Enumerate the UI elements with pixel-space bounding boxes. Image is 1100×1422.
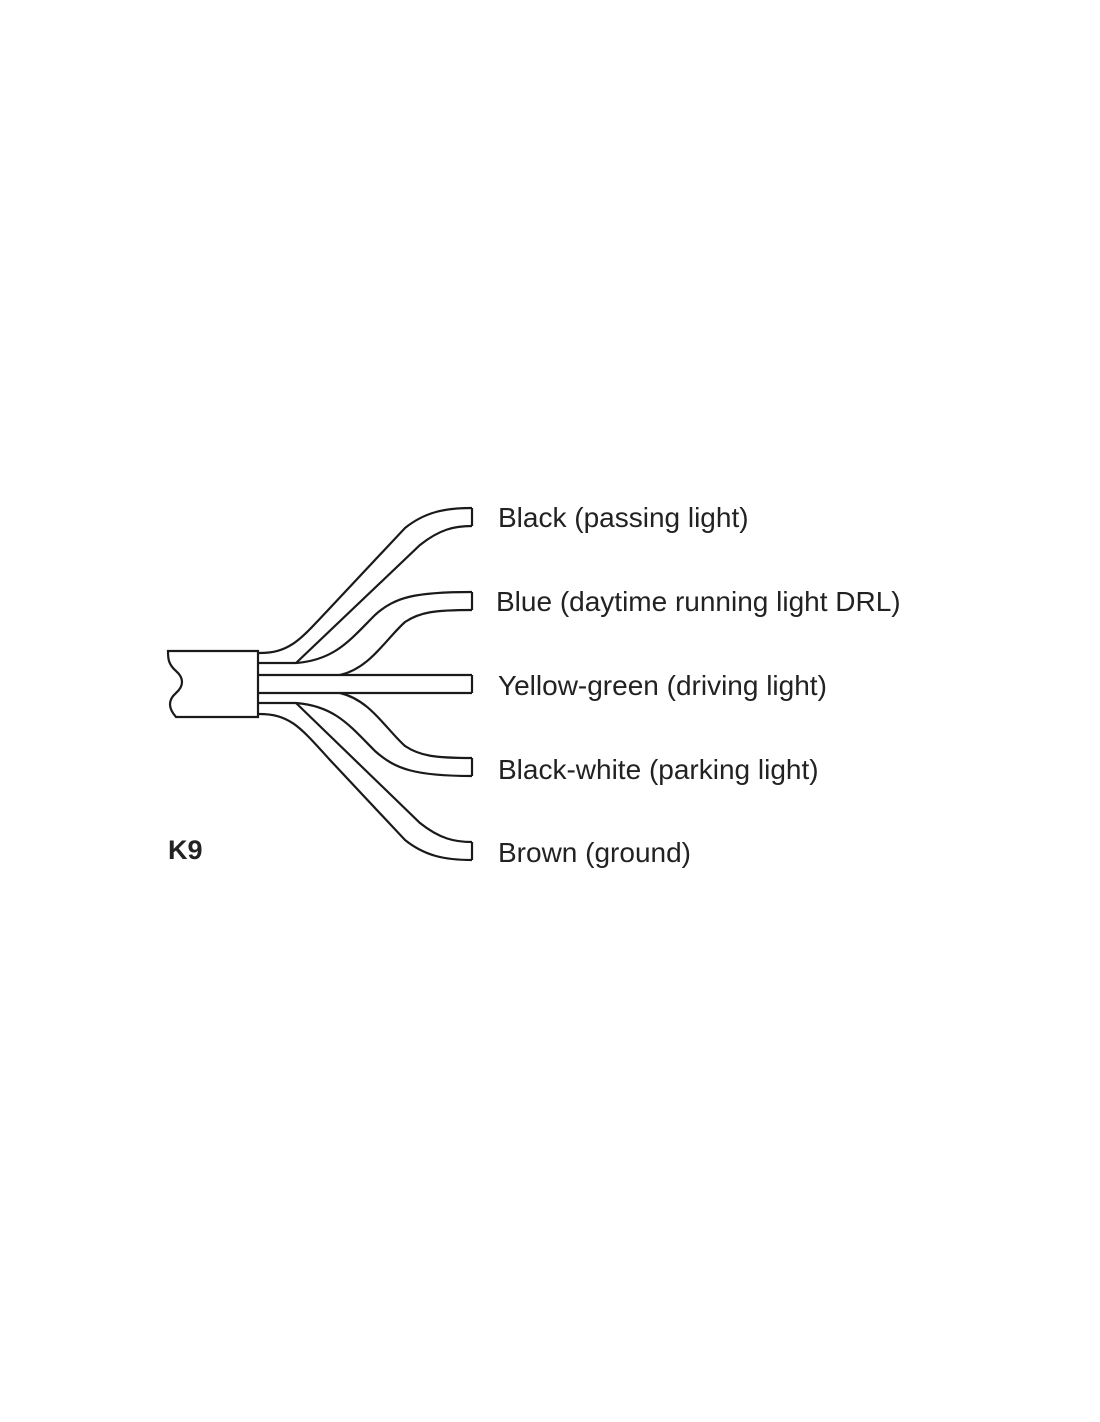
wire-label-black: Black (passing light) (498, 502, 749, 533)
wire-label-yellow-green: Yellow-green (driving light) (498, 670, 827, 701)
wire-blue (259, 590, 474, 677)
wire-yellow-green (259, 673, 474, 695)
wire-brown (258, 702, 474, 862)
wire-black (258, 506, 474, 664)
connector-id-label: K9 (168, 835, 203, 865)
wire-label-blue: Blue (daytime running light DRL) (496, 586, 901, 617)
wire-label-brown: Brown (ground) (498, 837, 691, 868)
cable-sheath (166, 649, 260, 719)
wire-label-black-white: Black-white (parking light) (498, 754, 819, 785)
wire-black-white (259, 691, 474, 778)
